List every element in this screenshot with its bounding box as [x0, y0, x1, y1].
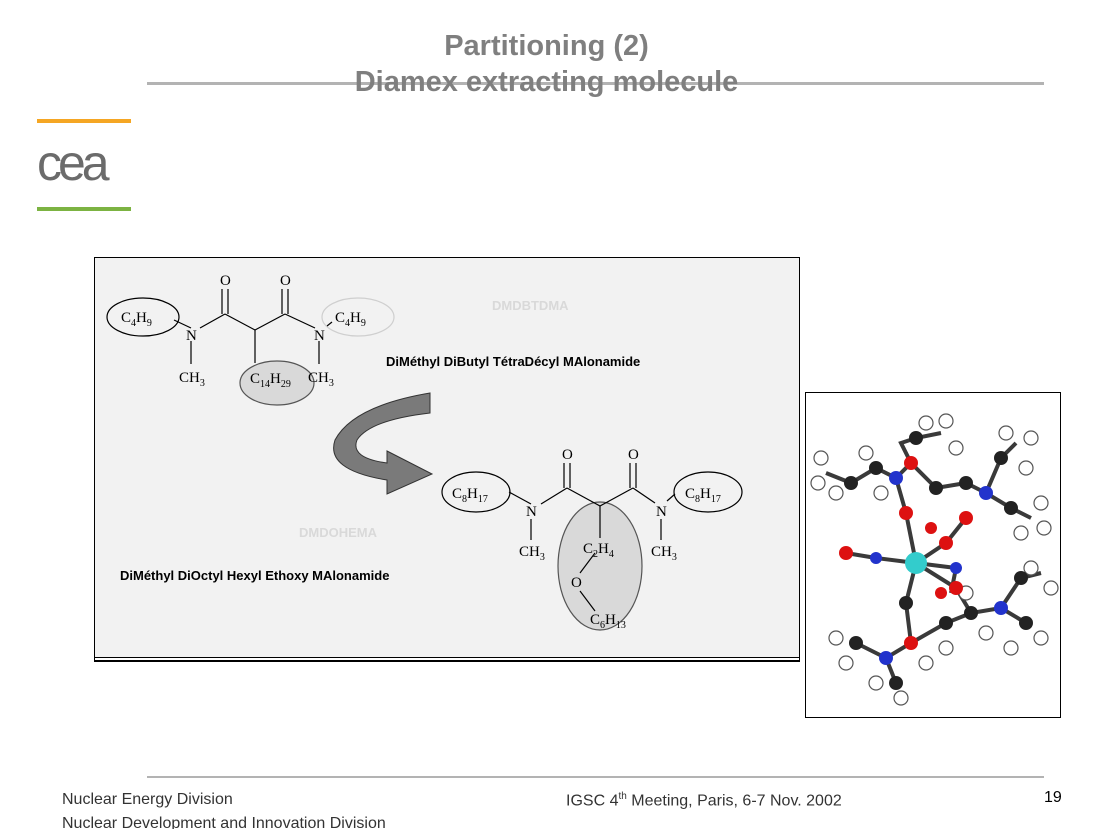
- slide-title-line1: Partitioning (2): [444, 30, 649, 62]
- c8h17-right-oval: [673, 471, 743, 513]
- meeting-suffix: Meeting, Paris, 6-7 Nov. 2002: [626, 792, 842, 810]
- chemistry-diagram: O O N N C4H9 C4H9 CH3 CH3 C14H29 DMDBTDM…: [106, 273, 743, 631]
- meeting-sup: th: [618, 791, 627, 802]
- model-c-atoms: [844, 431, 1033, 690]
- top-o-right: O: [280, 273, 291, 289]
- c4h9-left-oval: [106, 297, 180, 337]
- ethoxy-hexyl-oval: [557, 501, 643, 631]
- footer-rule: [147, 776, 1044, 778]
- c4h9-right-oval: [321, 297, 395, 337]
- cea-logo-mark: cea: [37, 136, 114, 191]
- top-ghost-label: DMDBTDMA: [492, 298, 569, 313]
- top-ch3-left: CH3: [179, 370, 205, 389]
- bottom-c2h4-label: C2H4: [583, 541, 614, 560]
- bottom-molecule: [441, 463, 743, 631]
- top-n-right: N: [314, 328, 325, 344]
- top-n-left: N: [186, 328, 197, 344]
- bottom-o-right: O: [628, 447, 639, 463]
- bottom-ch3-right: CH3: [651, 544, 677, 563]
- cea-logo-text: cea: [37, 136, 110, 191]
- meeting-prefix: IGSC 4: [566, 792, 619, 810]
- bottom-c8h17-right-label: C8H17: [685, 486, 721, 505]
- bottom-n-right: N: [656, 504, 667, 520]
- model-metal-atom: [905, 552, 927, 574]
- top-o-left: O: [220, 273, 231, 289]
- model-h-atoms: [810, 413, 1059, 706]
- transform-arrow: [333, 392, 434, 495]
- bottom-caption: DiMéthyl DiOctyl Hexyl Ethoxy MAlonamide: [120, 568, 389, 583]
- model-n-atoms: [870, 471, 1008, 665]
- bottom-molecule-labels: O O N N C8H17 C8H17 CH3 CH3 C2H4 O C6H13…: [120, 447, 721, 631]
- bottom-c8h17-left-label: C8H17: [452, 486, 488, 505]
- bottom-n-left: N: [526, 504, 537, 520]
- logo-green-bar: [37, 207, 131, 211]
- bottom-ch3-left: CH3: [519, 544, 545, 563]
- chemistry-panel: O O N N C4H9 C4H9 CH3 CH3 C14H29 DMDBTDM…: [94, 257, 800, 658]
- ball-and-stick-model: [810, 413, 1059, 706]
- bottom-ether-o: O: [571, 575, 582, 591]
- model-o-atoms: [839, 456, 973, 650]
- page-number: 19: [1044, 789, 1062, 806]
- c14h29-oval: [239, 360, 315, 406]
- title-rule: [147, 82, 1044, 85]
- top-caption: DiMéthyl DiButyl TétraDécyl MAlonamide: [386, 354, 640, 369]
- footer-meeting: IGSC 4th Meeting, Paris, 6-7 Nov. 2002: [566, 791, 842, 810]
- top-c4h9-left-label: C4H9: [121, 310, 152, 329]
- bottom-ghost-label: DMDOHEMA: [299, 525, 378, 540]
- bottom-o-left: O: [562, 447, 573, 463]
- top-ch3-right: CH3: [308, 370, 334, 389]
- top-molecule: [106, 289, 395, 406]
- slide-title-line2: Diamex extracting molecule: [354, 66, 739, 98]
- footer-division1: Nuclear Energy Division: [62, 791, 233, 808]
- top-c4h9-right-label: C4H9: [335, 310, 366, 329]
- molecule-3d-image: [805, 392, 1061, 718]
- logo-orange-bar: [37, 119, 131, 123]
- footer-division2: Nuclear Development and Innovation Divis…: [62, 815, 386, 829]
